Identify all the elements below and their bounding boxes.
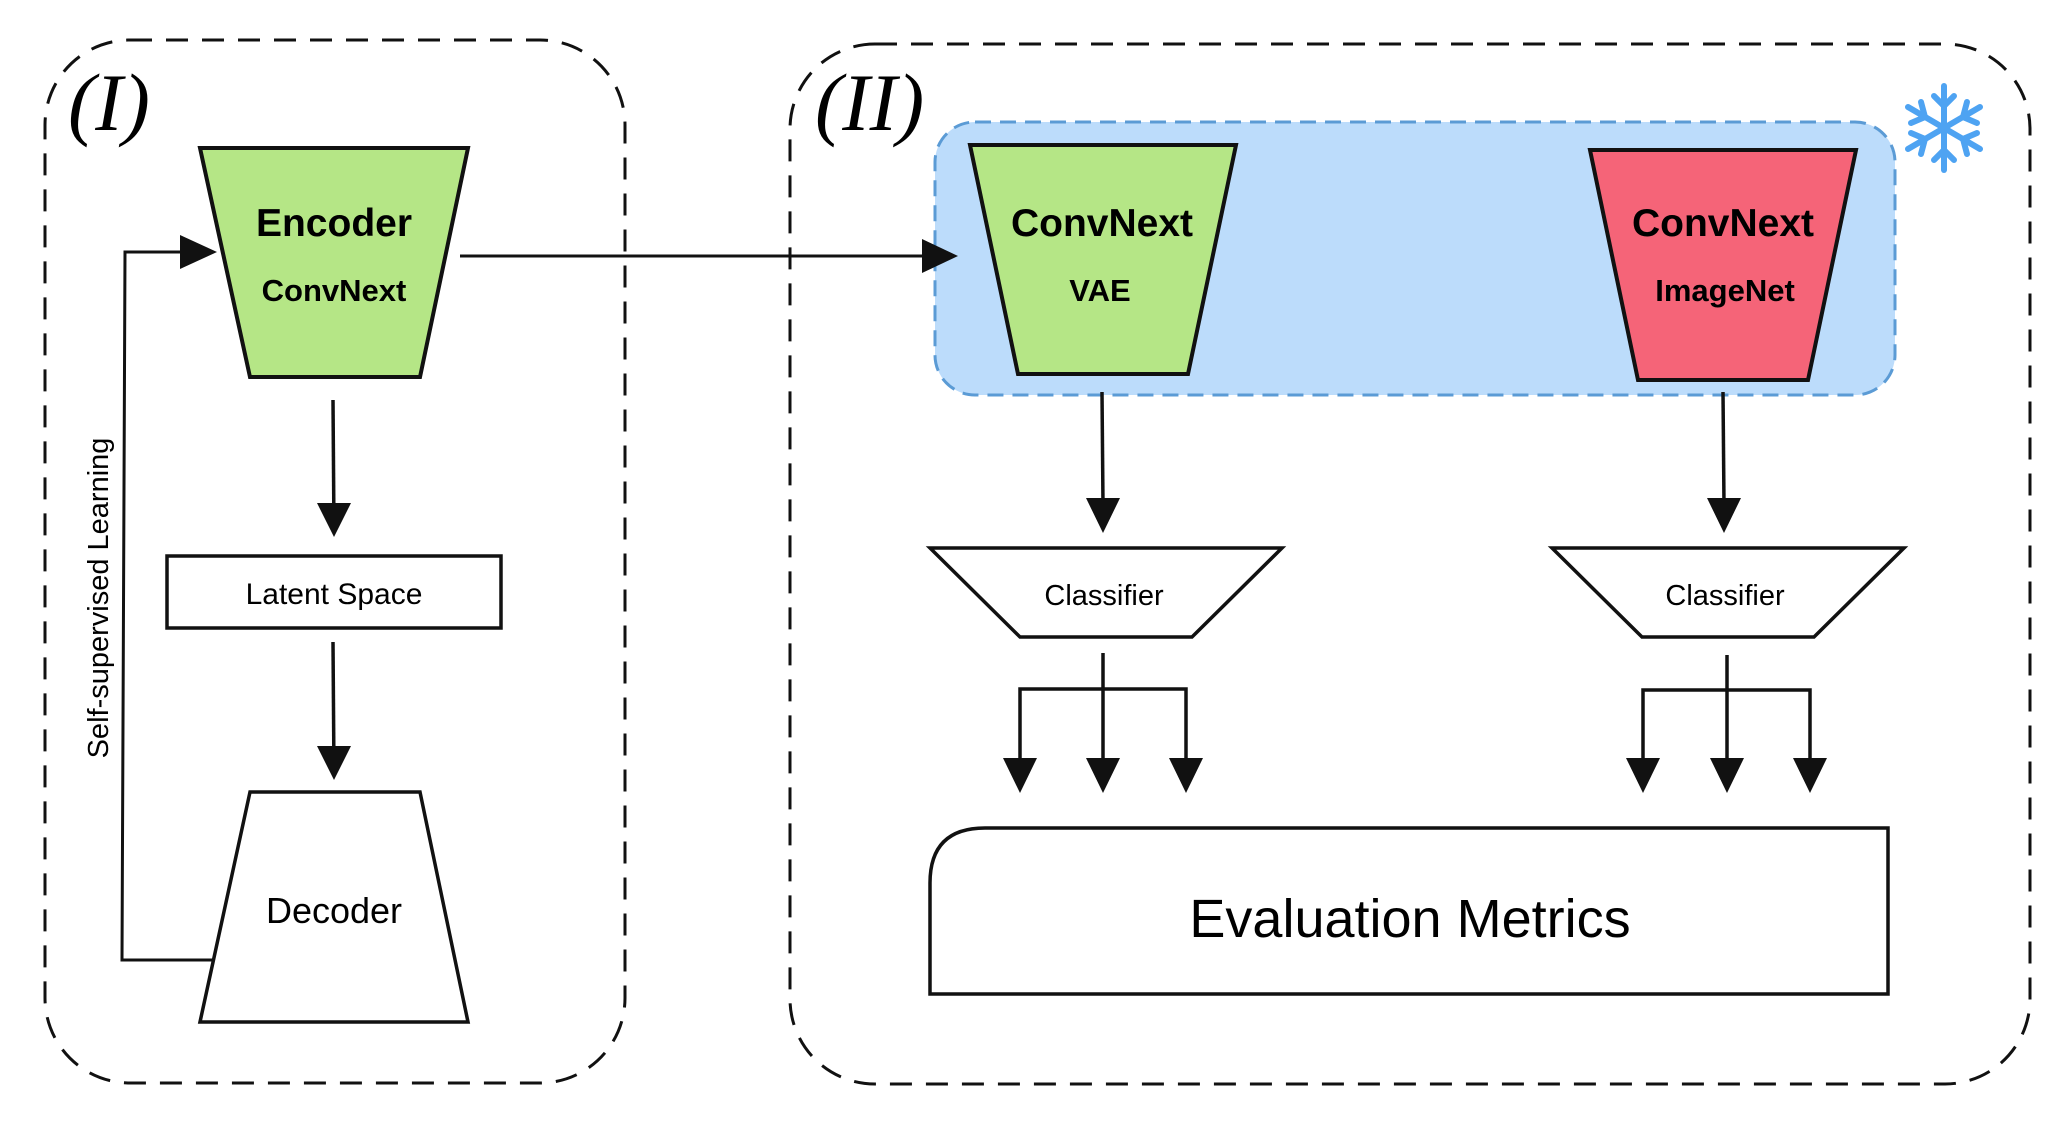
arrowhead-encoder-to-vae bbox=[922, 239, 958, 273]
decoder-label: Decoder bbox=[266, 890, 402, 931]
evaluation-metrics-label: Evaluation Metrics bbox=[1189, 889, 1630, 949]
panel-1-border bbox=[43, 38, 627, 1085]
imagenet-subtitle: ImageNet bbox=[1655, 273, 1795, 308]
fanout-right-arrowhead-3 bbox=[1793, 758, 1827, 793]
encoder-subtitle: ConvNext bbox=[262, 273, 407, 308]
classifier-right-label: Classifier bbox=[1665, 580, 1785, 612]
fanout-right-arrowhead-1 bbox=[1626, 758, 1660, 793]
feedback-line bbox=[120, 250, 212, 962]
vae-title: ConvNext bbox=[1011, 202, 1193, 245]
latent-space-label: Latent Space bbox=[246, 578, 423, 611]
arrow-vae-to-classifier bbox=[1100, 391, 1105, 506]
arrowhead-latent-to-decoder bbox=[317, 746, 351, 780]
arrowhead-vae-to-classifier bbox=[1086, 498, 1120, 533]
fanout-left-arrowhead-3 bbox=[1169, 758, 1203, 793]
classifier-left-block bbox=[925, 546, 1287, 639]
encoder-title: Encoder bbox=[256, 202, 412, 245]
arrow-imagenet-to-classifier bbox=[1721, 391, 1726, 506]
decoder-block bbox=[197, 790, 471, 1024]
panel-2-label: (II) bbox=[815, 57, 924, 148]
fanout-left-arrowhead-2 bbox=[1086, 758, 1120, 793]
panel-1-label: (I) bbox=[68, 57, 150, 148]
arrowhead-imagenet-to-classifier bbox=[1707, 498, 1741, 533]
evaluation-metrics-block bbox=[928, 826, 1890, 996]
arrowhead-encoder-to-latent bbox=[317, 503, 351, 537]
fanout-right-arrowhead-2 bbox=[1710, 758, 1744, 793]
classifier-left-label: Classifier bbox=[1044, 580, 1164, 612]
imagenet-title: ConvNext bbox=[1632, 202, 1814, 245]
fanout-left-arrowhead-1 bbox=[1003, 758, 1037, 793]
fanout-right bbox=[1641, 655, 1812, 762]
fanout-left bbox=[1018, 653, 1188, 762]
classifier-right-block bbox=[1547, 546, 1909, 639]
snowflake-icon bbox=[1905, 83, 1983, 173]
panel-2-border bbox=[788, 42, 2032, 1086]
vae-block bbox=[967, 143, 1239, 376]
imagenet-block bbox=[1587, 148, 1859, 382]
encoder-block bbox=[197, 146, 471, 379]
feedback-arrowhead bbox=[180, 235, 217, 269]
vae-subtitle: VAE bbox=[1069, 273, 1130, 308]
feedback-label: Self-supervised Learning bbox=[83, 438, 115, 759]
latent-space-block bbox=[165, 554, 503, 630]
